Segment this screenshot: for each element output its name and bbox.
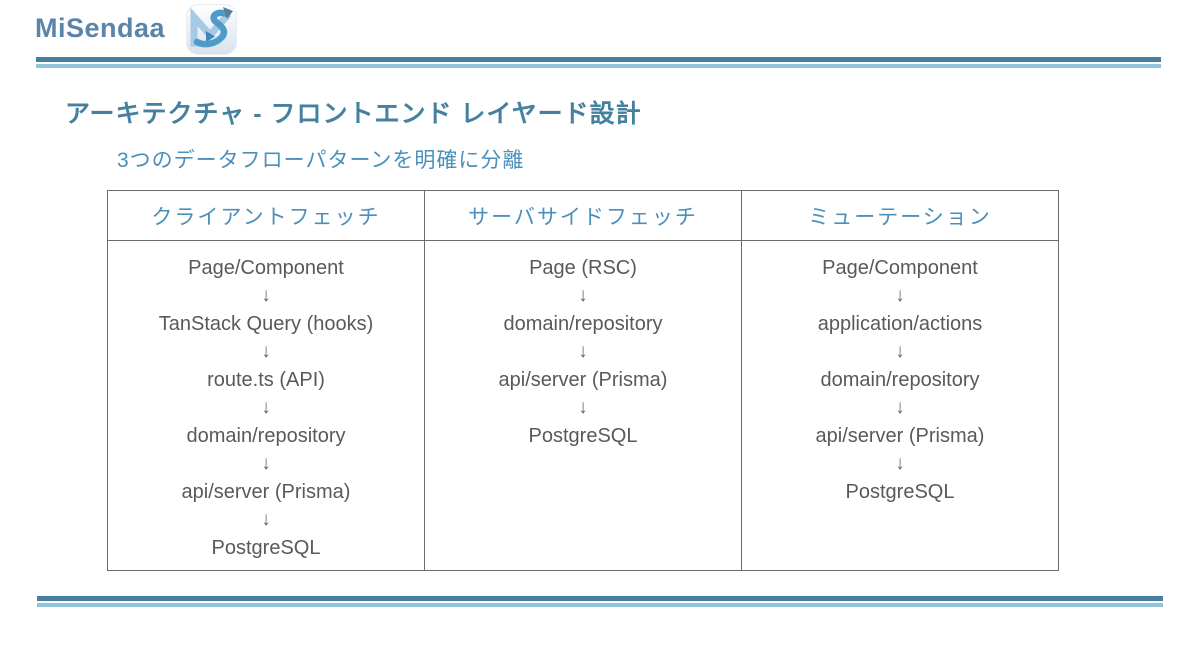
mutation-cell: Page/Component ↓ application/actions ↓ d… [741,240,1059,571]
bottom-separator [37,596,1163,607]
flow-step: Page (RSC) [529,257,637,279]
flow-arrow: ↓ [261,397,271,418]
table-header-row: クライアントフェッチ サーバサイドフェッチ ミューテーション [107,190,1059,241]
misendaa-logo-icon [186,4,237,55]
flow-arrow: ↓ [261,509,271,530]
brand-name: MiSendaa [35,13,166,43]
flow-step: PostgreSQL [845,481,955,503]
architecture-table: クライアントフェッチ サーバサイドフェッチ ミューテーション Page/Comp… [107,190,1059,571]
page-title: アーキテクチャ - フロントエンド レイヤード設計 [65,100,642,128]
client-fetch-flow: Page/Component ↓ TanStack Query (hooks) … [108,254,424,562]
flow-step: PostgreSQL [211,537,321,559]
mutation-flow: Page/Component ↓ application/actions ↓ d… [742,254,1058,506]
flow-arrow: ↓ [895,341,905,362]
separator-dark-line [37,596,1163,601]
flow-arrow: ↓ [261,341,271,362]
flow-step: application/actions [817,313,983,335]
column-header-server-side-fetch: サーバサイドフェッチ [424,190,742,241]
flow-arrow: ↓ [895,453,905,474]
client-fetch-cell: Page/Component ↓ TanStack Query (hooks) … [107,240,425,571]
flow-step: domain/repository [820,369,980,391]
flow-arrow: ↓ [895,285,905,306]
separator-light-line [37,603,1163,607]
flow-arrow: ↓ [261,453,271,474]
flow-arrow: ↓ [261,285,271,306]
separator-light-line [36,64,1161,68]
flow-arrow: ↓ [578,285,588,306]
table-body-row: Page/Component ↓ TanStack Query (hooks) … [107,240,1059,571]
flow-step: api/server (Prisma) [181,481,351,503]
flow-step: Page/Component [822,257,978,279]
flow-step: Page/Component [188,257,344,279]
flow-arrow: ↓ [578,397,588,418]
server-side-fetch-flow: Page (RSC) ↓ domain/repository ↓ api/ser… [425,254,741,450]
flow-step: route.ts (API) [207,369,325,391]
flow-step: PostgreSQL [528,425,638,447]
flow-arrow: ↓ [578,341,588,362]
flow-step: domain/repository [186,425,346,447]
flow-step: TanStack Query (hooks) [158,313,374,335]
flow-step: domain/repository [503,313,663,335]
flow-step: api/server (Prisma) [498,369,668,391]
page-subtitle: 3つのデータフローパターンを明確に分離 [117,149,525,172]
column-header-mutation: ミューテーション [741,190,1059,241]
top-separator [36,57,1161,68]
separator-dark-line [36,57,1161,62]
flow-step: api/server (Prisma) [815,425,985,447]
server-side-fetch-cell: Page (RSC) ↓ domain/repository ↓ api/ser… [424,240,742,571]
column-header-client-fetch: クライアントフェッチ [107,190,425,241]
flow-arrow: ↓ [895,397,905,418]
